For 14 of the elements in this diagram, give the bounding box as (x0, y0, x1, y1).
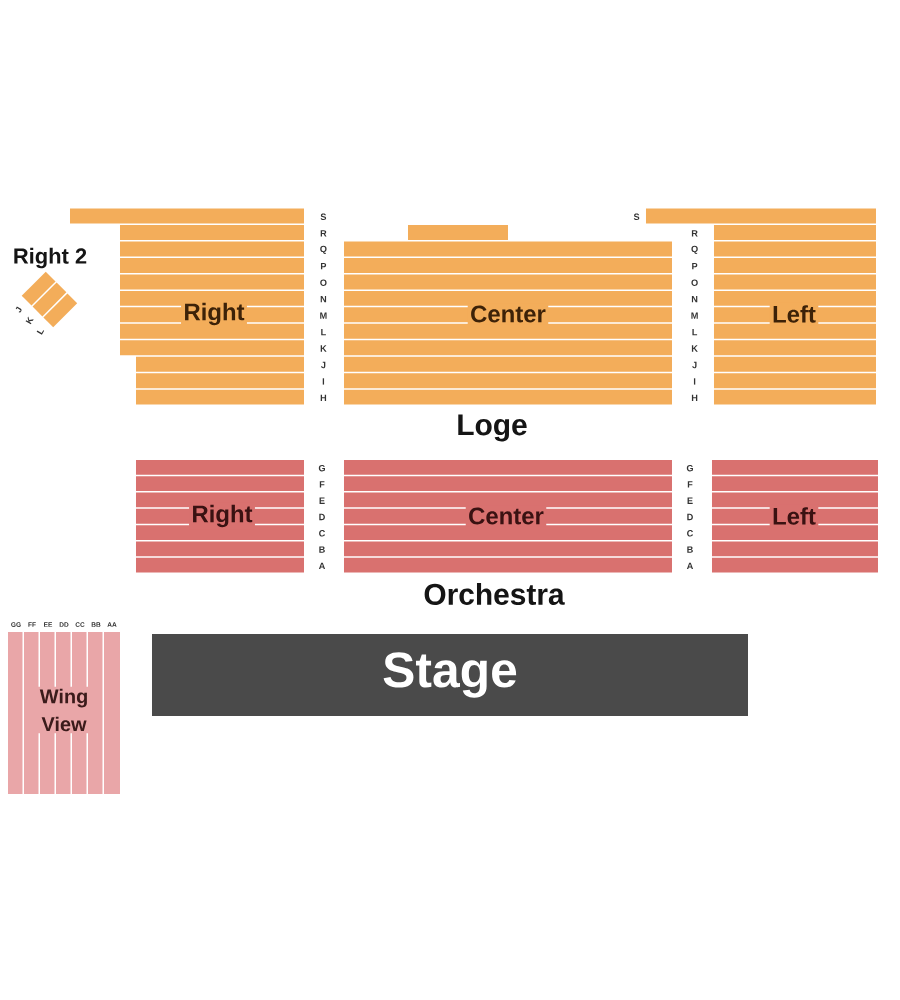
seating-section: Left (712, 460, 878, 573)
seating-section: Wing View (8, 632, 120, 794)
stage-block: Stage (152, 634, 748, 716)
level-label: Loge (458, 414, 527, 442)
node-label: Center (469, 507, 544, 525)
node-label: Right (193, 504, 253, 528)
node-label: Right (185, 302, 245, 326)
level-label: Orchestra (424, 583, 565, 605)
seating-section: Right (136, 460, 304, 573)
seating-section: Center (344, 225, 672, 405)
node-label: Left (773, 507, 816, 525)
node-label: Center (471, 305, 546, 323)
seating-section: Center (344, 460, 672, 573)
node-label: Left (773, 305, 816, 323)
